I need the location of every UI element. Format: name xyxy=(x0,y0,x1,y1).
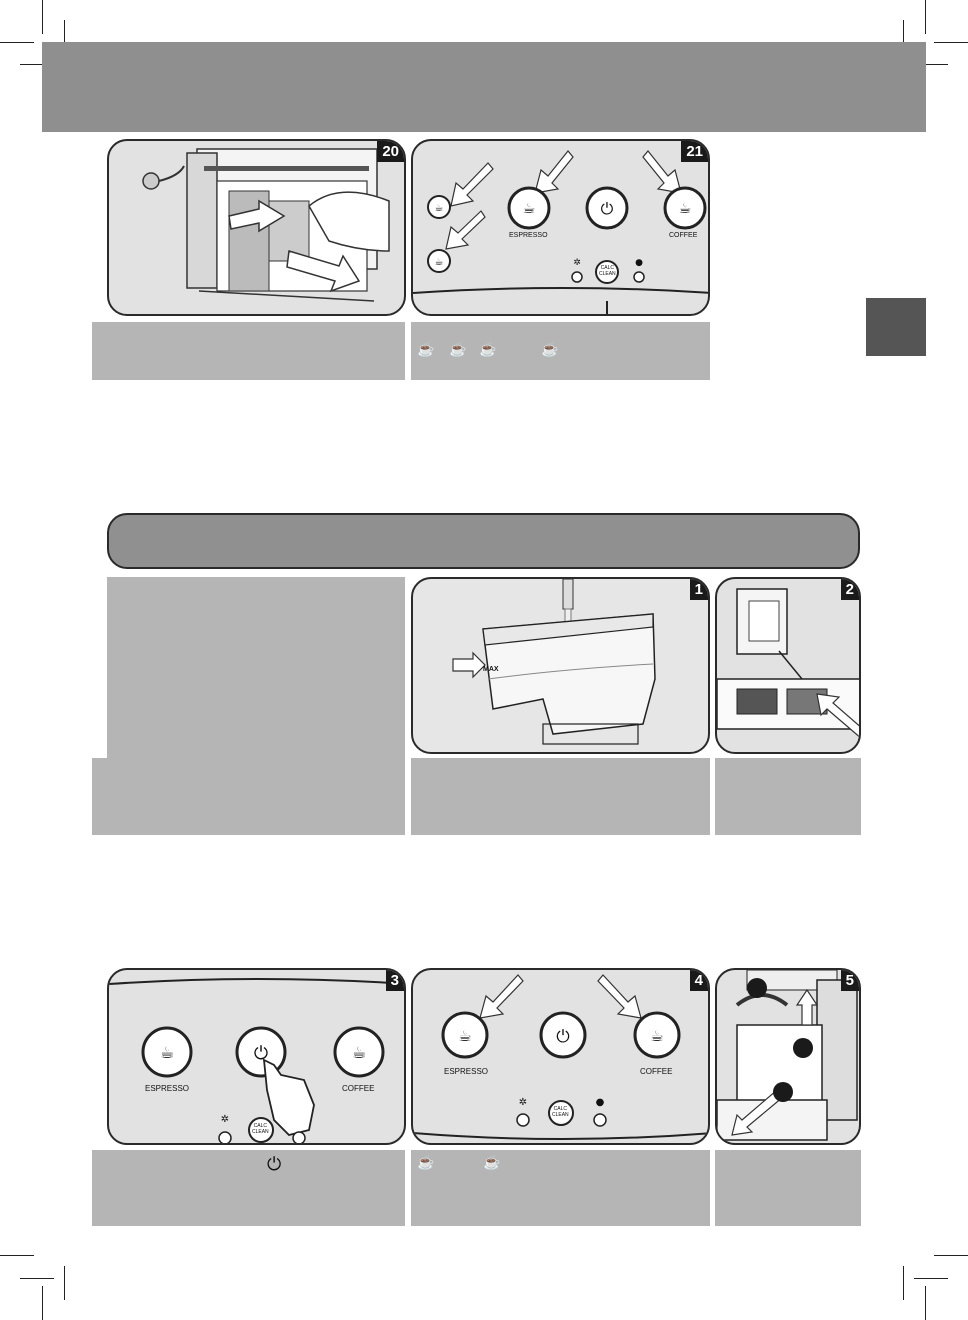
figure-number: 3 xyxy=(385,970,404,991)
calc-label: CALC xyxy=(253,1123,268,1129)
crop-mark xyxy=(0,42,34,43)
caption-1 xyxy=(411,758,710,835)
machine-door-illustration xyxy=(717,970,858,1141)
crop-mark xyxy=(925,0,926,34)
svg-text:☕: ☕ xyxy=(679,201,692,217)
steam-cup-icon: ☕ xyxy=(541,341,559,357)
crop-mark xyxy=(42,1286,43,1320)
crop-mark xyxy=(0,1255,34,1256)
clean-label: CLEAN xyxy=(552,1112,569,1118)
water-tank-illustration: MAX xyxy=(452,579,656,745)
tank-insert-illustration xyxy=(717,588,859,738)
figure-3: ☕ ⏻ ☕ ✲ ESPRESSO COFFEE CALC CLEAN 3 xyxy=(107,968,406,1145)
caption-5 xyxy=(715,1150,861,1226)
header-band xyxy=(42,42,926,132)
svg-text:✲: ✲ xyxy=(573,258,581,268)
crop-mark xyxy=(903,20,904,54)
espresso-label: ESPRESSO xyxy=(145,1084,190,1093)
figure-20: 20 xyxy=(107,139,406,316)
control-panel-illustration: ☕ ☕ ☕ ⏻ ☕ ✲ ● xyxy=(413,150,708,314)
crop-mark xyxy=(914,1278,948,1279)
espresso-label: ESPRESSO xyxy=(509,232,548,239)
clean-label: CLEAN xyxy=(252,1129,269,1135)
svg-text:⏻: ⏻ xyxy=(254,1043,268,1064)
figure-4: ☕ ⏻ ☕ ✲ ● ESPRESSO COFFEE CALC CLEAN 4 xyxy=(411,968,710,1145)
caption-21: ☕ ☕ ☕ ☕ xyxy=(411,322,710,380)
control-panel-illustration: ☕ ⏻ ☕ ✲ ● xyxy=(413,974,708,1140)
svg-text:☕: ☕ xyxy=(160,1043,174,1062)
crop-mark xyxy=(64,20,65,54)
section-heading xyxy=(107,513,860,569)
crop-mark xyxy=(934,42,968,43)
figure-number: 5 xyxy=(840,970,859,991)
text-block-intro xyxy=(107,577,405,835)
figure-number: 20 xyxy=(377,141,404,162)
crop-mark xyxy=(934,1255,968,1256)
caption-20 xyxy=(92,322,405,380)
figure-number: 2 xyxy=(840,579,859,600)
crop-mark xyxy=(914,64,948,65)
crop-mark xyxy=(42,0,43,34)
crop-mark xyxy=(903,1266,904,1300)
calc-label: CALC xyxy=(553,1106,568,1112)
figure-1: MAX 1 xyxy=(411,577,710,754)
svg-text:☕: ☕ xyxy=(435,203,444,214)
figure-number: 21 xyxy=(681,141,708,162)
clean-label: CLEAN xyxy=(599,271,616,277)
espresso-cup-icon: ☕ xyxy=(417,1154,435,1170)
crop-mark xyxy=(20,1278,54,1279)
svg-text:●: ● xyxy=(635,258,643,268)
svg-text:⏻: ⏻ xyxy=(556,1027,570,1047)
cappuccino-cup-icon: ☕ xyxy=(479,341,497,357)
svg-text:☕: ☕ xyxy=(435,257,444,268)
coffee-label: COFFEE xyxy=(342,1084,375,1093)
figure-2: 2 xyxy=(715,577,861,754)
power-button-press-illustration: ☕ ⏻ ☕ ✲ xyxy=(109,978,404,1143)
caption-4: ☕ ☕ xyxy=(411,1150,710,1226)
max-label: MAX xyxy=(483,666,499,673)
espresso-label: ESPRESSO xyxy=(444,1067,489,1076)
caption-3: ⏻ xyxy=(92,1150,405,1226)
coffee-cup-icon: ☕ xyxy=(483,1154,501,1170)
coffee-cup-icon: ☕ xyxy=(449,341,467,357)
coffee-label: COFFEE xyxy=(640,1067,673,1076)
figure-number: 1 xyxy=(689,579,708,600)
svg-text:☕: ☕ xyxy=(458,1027,471,1045)
coffee-label: COFFEE xyxy=(669,232,698,239)
svg-text:☕: ☕ xyxy=(650,1027,663,1045)
brew-group-illustration xyxy=(142,148,390,302)
crop-mark xyxy=(64,1266,65,1300)
svg-text:✲: ✲ xyxy=(221,1114,229,1125)
figure-number: 4 xyxy=(689,970,708,991)
espresso-cup-icon: ☕ xyxy=(417,341,435,357)
svg-text:☕: ☕ xyxy=(523,201,536,217)
svg-text:●: ● xyxy=(596,1097,605,1108)
crop-mark xyxy=(20,64,54,65)
power-icon: ⏻ xyxy=(267,1154,282,1174)
figure-21: ☕ ☕ ☕ ⏻ ☕ ✲ ● ESPRESSO COFFEE CALC CLEAN… xyxy=(411,139,710,316)
crop-mark xyxy=(925,1286,926,1320)
svg-text:⏻: ⏻ xyxy=(601,199,614,218)
calc-label: CALC xyxy=(600,265,615,271)
language-tab xyxy=(866,298,926,356)
svg-text:✲: ✲ xyxy=(519,1097,527,1108)
caption-2 xyxy=(715,758,861,835)
svg-text:☕: ☕ xyxy=(352,1043,366,1062)
text-block-intro-tab xyxy=(92,758,122,835)
figure-5: 5 xyxy=(715,968,861,1145)
